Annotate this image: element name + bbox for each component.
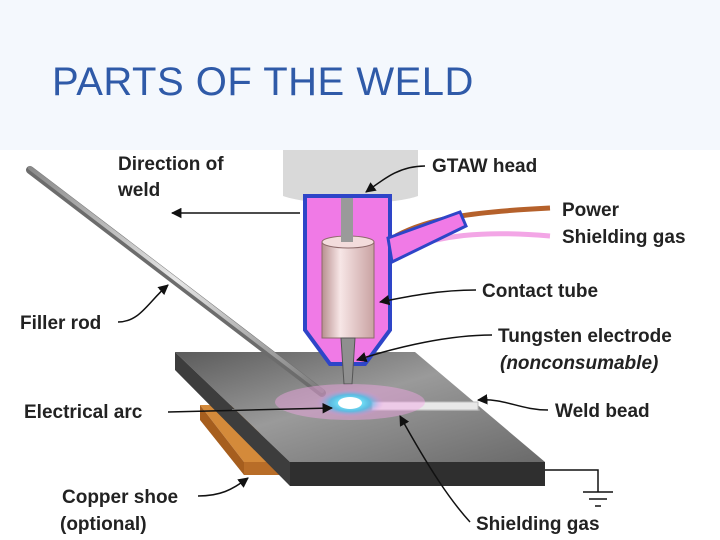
label-tungsten-1: Tungsten electrode [498,326,672,347]
electrical-arc [275,384,425,420]
tungsten-electrode [340,198,356,385]
label-power: Power [562,200,620,221]
label-copper-shoe-2: (optional) [60,514,147,535]
ground-icon [545,469,613,507]
filler-rod [26,166,326,397]
slide-title: PARTS OF THE WELD [52,60,474,104]
leader-shielding-gas [399,415,471,523]
label-shielding-gas-bottom: Shielding gas [476,514,600,535]
label-copper-shoe-1: Copper shoe [62,487,178,508]
leader-gtaw-head [365,165,426,193]
leader-filler-rod [117,284,169,323]
leader-contact-tube [378,289,477,306]
leader-weld-bead [476,394,549,411]
label-direction-1: Direction of [118,154,224,175]
label-contact-tube: Contact tube [482,281,598,302]
leader-copper-shoe [197,477,249,497]
leader-electrical-arc [167,402,334,414]
label-tungsten-2: (nonconsumable) [500,353,658,374]
title-band [0,0,720,150]
label-filler-rod: Filler rod [20,313,101,334]
contact-tube [321,235,375,339]
gtaw-head [283,150,418,204]
label-gtaw-head: GTAW head [432,156,537,177]
label-direction-2: weld [117,180,160,201]
label-shielding-gas-top: Shielding gas [562,227,686,248]
label-electrical-arc: Electrical arc [24,402,143,423]
label-weld-bead: Weld bead [555,401,650,422]
leader-tungsten [356,334,493,363]
